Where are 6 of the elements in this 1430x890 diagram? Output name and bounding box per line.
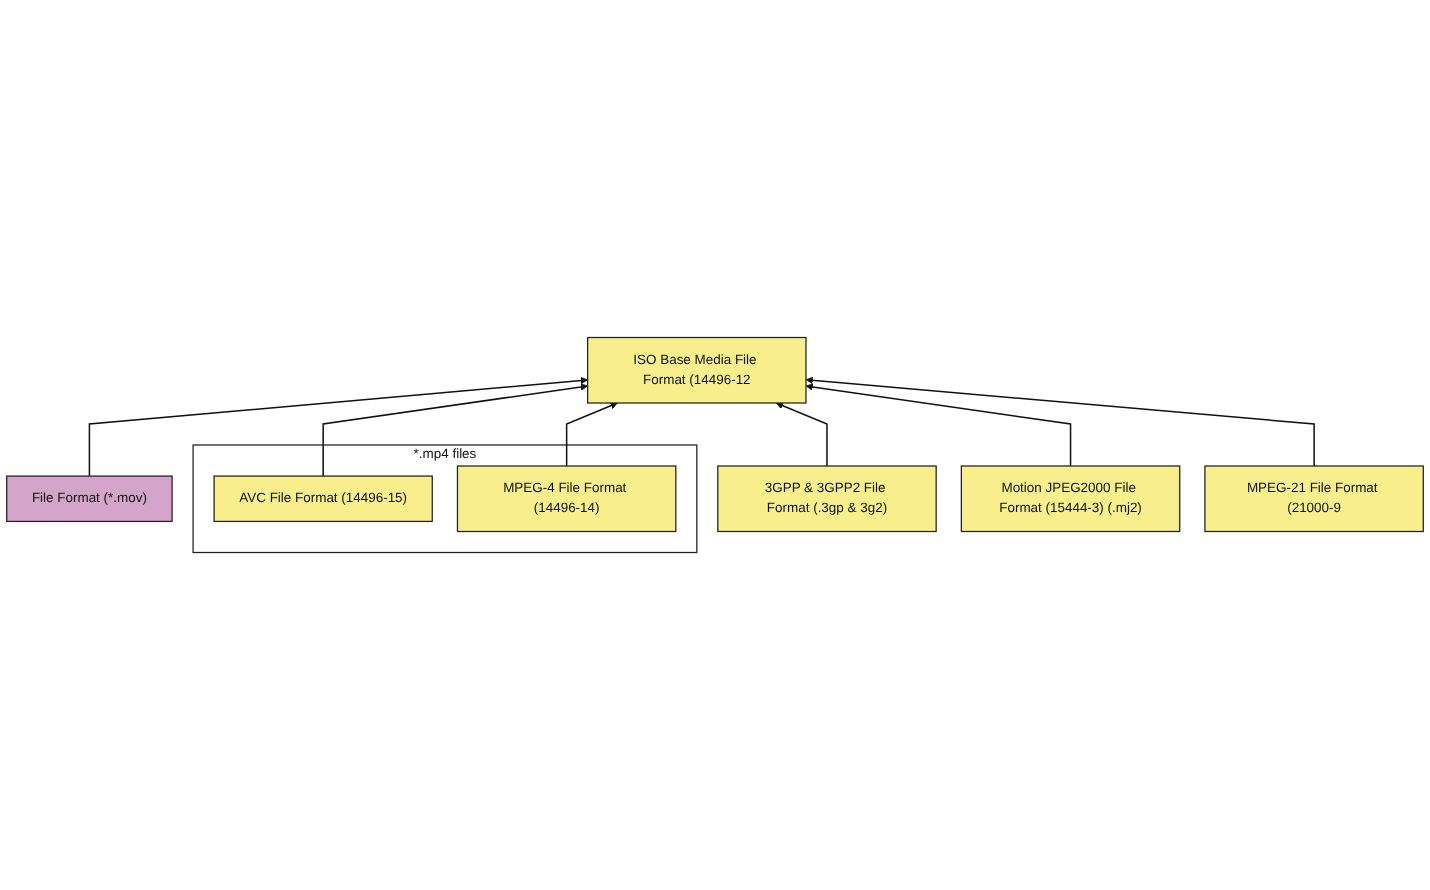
arrow (565, 402, 618, 467)
arrow (805, 376, 1315, 467)
arrow (88, 376, 588, 477)
arrow (322, 383, 588, 477)
arrow (805, 383, 1072, 467)
arrow (775, 402, 828, 467)
